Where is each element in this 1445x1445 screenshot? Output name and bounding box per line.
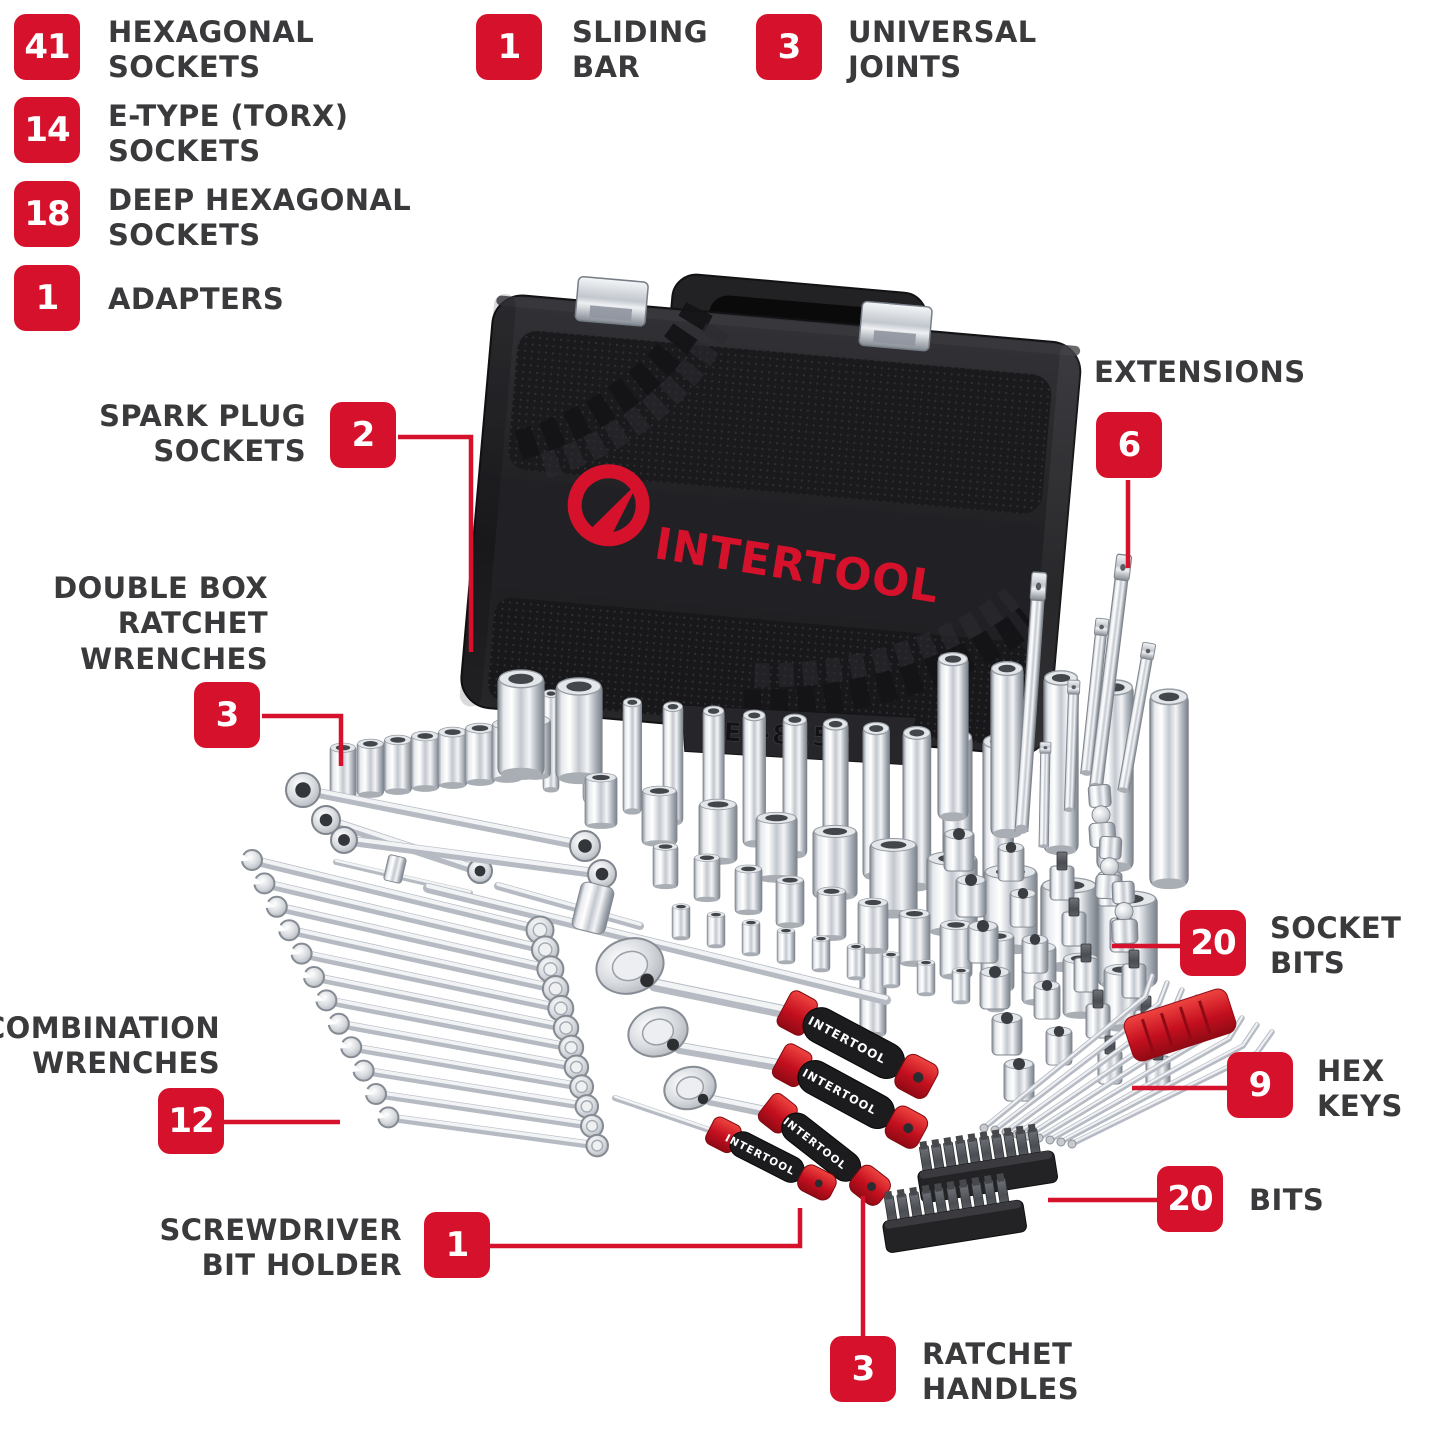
count-badge-spark-plug-sockets: 2 [330,402,396,468]
count-badge-sliding-bar: 1 [476,14,542,80]
leader-spark-plug-sockets [398,434,474,652]
label-extensions: EXTENSIONS [1094,355,1306,389]
leader-lines [222,434,1227,1336]
count-badge-ratchet-handles: 3 [830,1336,896,1402]
brand-logo-icon [567,464,650,547]
count-badge-socket-bits: 20 [1180,910,1246,976]
label-spark-plug-sockets: SPARK PLUG SOCKETS [99,399,306,469]
count-badge-hexagonal-sockets: 41 [14,14,80,80]
label-ratchet-handles: RATCHET HANDLES [922,1337,1080,1407]
label-combination-wrenches: COMBINATION WRENCHES [0,1011,220,1081]
tire-tread-texture [514,301,713,461]
count-badge-hex-keys: 9 [1227,1052,1293,1118]
count-badge-universal-joints: 3 [756,14,822,80]
label-socket-bits: SOCKET BITS [1270,911,1402,981]
label-deep-hexagonal-sockets: DEEP HEXAGONAL SOCKETS [108,183,412,253]
leader-screwdriver-bit-holder [486,1208,803,1249]
count-badge-bits: 20 [1157,1166,1223,1232]
label-hexagonal-sockets: HEXAGONAL SOCKETS [108,15,315,85]
label-bits: BITS [1249,1183,1325,1217]
count-badge-double-box-ratchet-wrenches: 3 [194,682,260,748]
count-badge-adapters: 1 [14,265,80,331]
label-etype-torx-sockets: E-TYPE (TORX) SOCKETS [108,99,349,169]
label-adapters: ADAPTERS [108,282,285,316]
label-screwdriver-bit-holder: SCREWDRIVER BIT HOLDER [159,1213,402,1283]
tool-case: INTERTOOL ET-8156 [459,273,1082,766]
leader-double-box-ratchet-wrenches [262,713,344,766]
count-badge-extensions: 6 [1096,412,1162,478]
count-badge-deep-hexagonal-sockets: 18 [14,181,80,247]
label-sliding-bar: SLIDING BAR [572,15,708,85]
count-badge-etype-torx-sockets: 14 [14,97,80,163]
count-badge-screwdriver-bit-holder: 1 [424,1212,490,1278]
count-badge-combination-wrenches: 12 [158,1088,224,1154]
label-double-box-ratchet-wrenches: DOUBLE BOX RATCHET WRENCHES [53,571,268,676]
label-universal-joints: UNIVERSAL JOINTS [848,15,1037,85]
label-hex-keys: HEX KEYS [1317,1054,1403,1124]
